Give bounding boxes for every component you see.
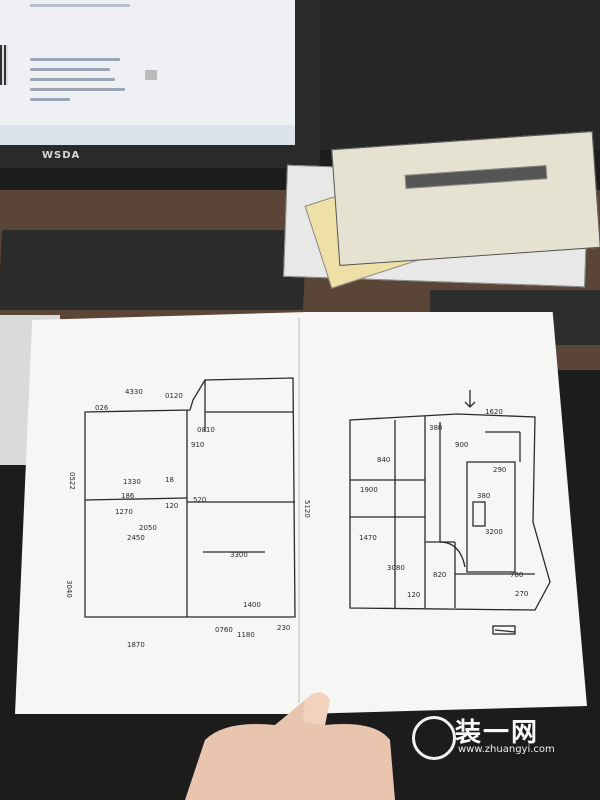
dimension-label: 3200: [485, 528, 503, 536]
dimension-label: 0120: [165, 392, 183, 400]
dimension-label: 290: [493, 466, 506, 474]
keyboard: [0, 230, 308, 310]
dimension-label: 1400: [243, 601, 261, 609]
background-shelf: [320, 0, 600, 150]
dimension-label: 1270: [115, 508, 133, 516]
left-plan-labels: 026 3040 4330 0522 0120 1330 18 186 3300…: [65, 388, 290, 649]
dimension-label: 3040: [65, 580, 73, 598]
dimension-label: 820: [433, 571, 446, 579]
dimension-label: 380: [477, 492, 490, 500]
monitor-screen: [0, 0, 295, 145]
dimension-label: 18: [165, 476, 174, 484]
qr-code-icon: [0, 45, 8, 85]
dimension-label: 2050: [139, 524, 157, 532]
dimension-label: 120: [165, 502, 178, 510]
dimension-label: 0760: [215, 626, 233, 634]
floor-plan-sheet: [15, 312, 587, 714]
right-plan-outline: [349, 413, 551, 611]
dimension-label: 230: [277, 624, 290, 632]
dimension-label: 0810: [197, 426, 215, 434]
monitor-brand: WSDA: [42, 150, 81, 161]
dimension-label: 186: [121, 492, 135, 500]
dimension-label: 026: [95, 404, 109, 412]
dimension-label: 1470: [359, 534, 377, 542]
watermark-url: www.zhuangyi.com: [458, 744, 555, 755]
dimension-label: 1330: [123, 478, 141, 486]
floor-plan-drawing: 026 3040 4330 0522 0120 1330 18 186 3300…: [65, 377, 551, 649]
dimension-label: 900: [455, 441, 468, 449]
dimension-label: 120: [407, 591, 420, 599]
dimension-label: 0522: [68, 472, 76, 490]
watermark-text: 装一网: [455, 718, 540, 748]
right-plan-labels: 5120 1620 380 900 840 1900 290 380 1470 …: [303, 408, 528, 599]
hand: [185, 692, 395, 800]
dimension-label: 840: [377, 456, 390, 464]
dimension-label: 380: [429, 424, 442, 432]
dimension-label: 1870: [127, 641, 145, 649]
watermark-logo-icon: [412, 716, 456, 760]
dimension-label: 780: [510, 571, 523, 579]
dimension-label: 2450: [127, 534, 145, 542]
dimension-label: 3300: [230, 551, 248, 559]
left-plan-outline: [84, 377, 296, 618]
monitor: WSDA: [0, 0, 320, 168]
dimension-label: 3080: [387, 564, 405, 572]
book-stack: [283, 130, 600, 289]
dimension-label: 270: [515, 590, 528, 598]
dimension-label: 1180: [237, 631, 255, 639]
paper-fold: [298, 318, 300, 703]
dimension-label: 4330: [125, 388, 143, 396]
dimension-label: 520: [193, 496, 206, 504]
dimension-label: 1620: [485, 408, 503, 416]
dimension-label: 5120: [303, 500, 311, 518]
dimension-label: 910: [191, 441, 204, 449]
dimension-label: 1900: [360, 486, 378, 494]
